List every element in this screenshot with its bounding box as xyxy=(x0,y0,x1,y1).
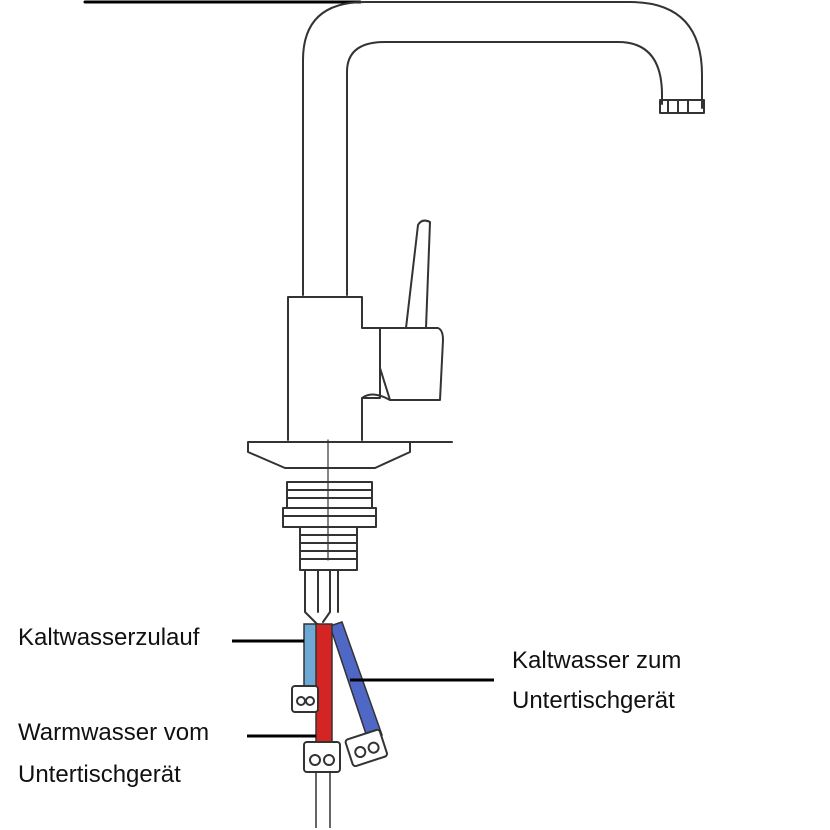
hoses xyxy=(303,621,383,745)
warm-fitting xyxy=(303,741,341,773)
base-plate xyxy=(247,441,411,469)
pipe-stubs xyxy=(304,569,339,626)
aerator xyxy=(659,99,705,114)
mounting-nut xyxy=(286,481,373,509)
label-cold-to-unit-line2: Untertischgerät xyxy=(512,687,675,714)
handle-block xyxy=(379,327,444,401)
lever-handle xyxy=(405,219,431,329)
label-cold-to-unit-line1: Kaltwasser zum xyxy=(512,647,682,674)
cold-to-unit-fitting xyxy=(344,728,388,768)
leader-lines xyxy=(232,639,494,738)
faucet-body xyxy=(287,296,381,441)
cold-inlet-fitting xyxy=(291,685,319,713)
label-warm-from-unit-line2: Untertischgerät xyxy=(18,761,181,788)
label-cold-inlet: Kaltwasserzulauf xyxy=(18,624,200,651)
lower-pipe-lines xyxy=(315,772,331,828)
threaded-shank xyxy=(299,526,358,571)
hose-fittings xyxy=(291,685,388,773)
spout-outer xyxy=(302,1,703,296)
spout-inner xyxy=(346,41,663,296)
warm-hose xyxy=(315,623,333,745)
label-warm-from-unit-line1: Warmwasser vom xyxy=(18,719,210,746)
